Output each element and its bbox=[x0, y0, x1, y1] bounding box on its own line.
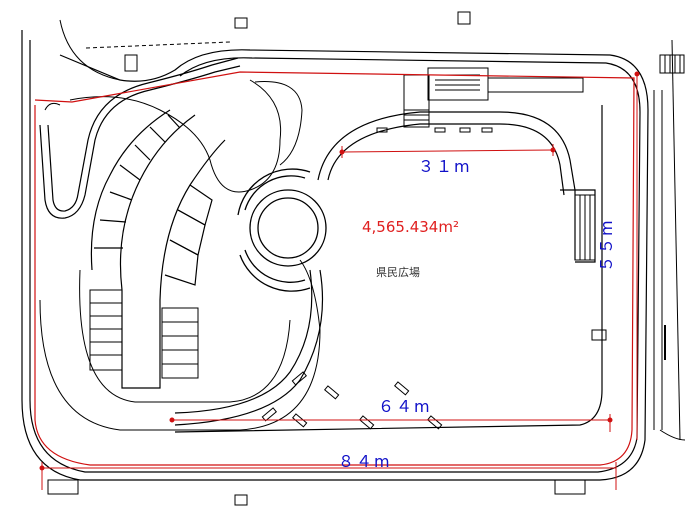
top-edge-details bbox=[47, 11, 685, 506]
top-stair-building bbox=[376, 67, 584, 133]
dimension-label-31m: ３１m bbox=[418, 157, 472, 176]
dimension-lines bbox=[39, 71, 640, 490]
red-site-boundary bbox=[34, 71, 635, 466]
right-road bbox=[653, 39, 681, 441]
central-circle-structure bbox=[237, 168, 327, 292]
dimension-label-84m: ８４m bbox=[338, 452, 392, 471]
area-label: 4,565.434m² bbox=[362, 218, 459, 236]
parking-blocks bbox=[89, 289, 199, 379]
right-stair-block bbox=[574, 194, 607, 341]
winding-path bbox=[39, 57, 241, 219]
place-name-label: 県民広場 bbox=[376, 266, 420, 279]
dimension-label-64m: ６４m bbox=[378, 397, 432, 416]
dimension-label-55m: ５５m bbox=[597, 218, 616, 272]
curved-seating-building bbox=[90, 109, 226, 389]
inner-walkway bbox=[39, 79, 321, 431]
